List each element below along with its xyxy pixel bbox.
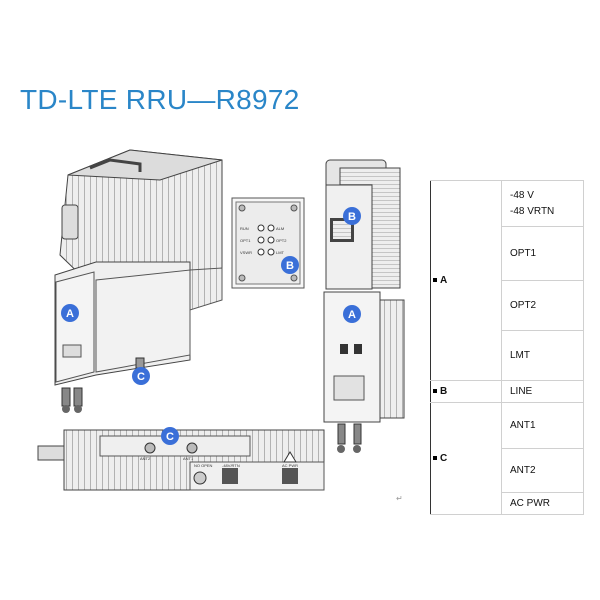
return-mark: ↵ bbox=[396, 494, 403, 503]
led-label-alm: ALM bbox=[276, 226, 284, 231]
table-row: AC PWR bbox=[431, 492, 584, 515]
svg-text:B: B bbox=[348, 211, 356, 223]
signal-cell: LINE bbox=[501, 380, 584, 403]
signal-label: ANT2 bbox=[510, 464, 536, 476]
led-label-opt2: OPT2 bbox=[276, 238, 287, 243]
callout-a-side: A bbox=[343, 305, 361, 323]
signal-cell: OPT1 bbox=[501, 226, 584, 281]
bullet-icon bbox=[433, 455, 437, 460]
rru-main-view bbox=[54, 149, 223, 413]
signal-cell: LMT bbox=[501, 330, 584, 381]
table-row: C ANT1 bbox=[430, 402, 584, 515]
group-label: C bbox=[430, 402, 502, 515]
signal-label: -48 VRTN bbox=[510, 205, 555, 217]
led-label-opt1: OPT1 bbox=[240, 238, 251, 243]
callout-c-main: C bbox=[132, 367, 150, 385]
led-panel-inset: RUN ALM OPT1 OPT2 VSWR LMT bbox=[231, 197, 305, 289]
bullet-icon bbox=[433, 277, 437, 282]
signal-label: OPT2 bbox=[510, 299, 537, 311]
signal-cell: ANT1 bbox=[501, 402, 584, 449]
led-label-run: RUN bbox=[240, 226, 249, 231]
port-label-no-open: NO OPEN bbox=[194, 463, 213, 468]
signal-label: OPT1 bbox=[510, 247, 537, 259]
signal-cell: -48 V -48 VRTN bbox=[501, 180, 584, 227]
signal-cell: OPT2 bbox=[501, 280, 584, 331]
signal-label: LINE bbox=[510, 385, 533, 397]
led-label-lmt: LMT bbox=[276, 250, 285, 255]
led-label-vswr: VSWR bbox=[240, 250, 252, 255]
signal-label: -48 V bbox=[510, 189, 534, 201]
callout-a-main: A bbox=[61, 304, 79, 322]
callout-c-bottom: C bbox=[161, 427, 179, 445]
table-row: OPT2 bbox=[431, 280, 584, 331]
group-label: B bbox=[430, 380, 502, 403]
table-row: B LINE bbox=[430, 380, 584, 403]
callout-b-side: B bbox=[343, 207, 361, 225]
svg-text:C: C bbox=[137, 371, 145, 383]
port-label-line: -48V/RTN bbox=[222, 463, 240, 468]
callout-b-inset: B bbox=[281, 256, 299, 274]
signal-label: AC PWR bbox=[510, 497, 550, 509]
port-label-ant1: ANT1 bbox=[183, 456, 194, 461]
svg-text:C: C bbox=[166, 431, 174, 443]
svg-text:A: A bbox=[66, 308, 74, 320]
port-label-ac-pwr: AC PWR bbox=[282, 463, 298, 468]
rru-side-view bbox=[323, 159, 405, 453]
svg-text:B: B bbox=[286, 260, 294, 272]
group-label: A bbox=[430, 180, 502, 381]
signal-label: LMT bbox=[510, 349, 530, 361]
page-title: TD-LTE RRU—R8972 bbox=[20, 84, 300, 115]
port-label-ant2: ANT2 bbox=[140, 456, 151, 461]
table-row: A -48 V -48 VRTN bbox=[430, 180, 584, 381]
signal-label: ANT1 bbox=[510, 419, 536, 431]
signal-cell: AC PWR bbox=[501, 492, 584, 515]
rru-bottom-view: ANT2 ANT1 NO OPEN -48V/RTN AC PWR bbox=[37, 429, 325, 491]
table-row: LMT bbox=[431, 330, 584, 381]
bullet-icon bbox=[433, 388, 437, 393]
signal-cell: ANT2 bbox=[501, 448, 584, 493]
svg-text:A: A bbox=[348, 309, 356, 321]
